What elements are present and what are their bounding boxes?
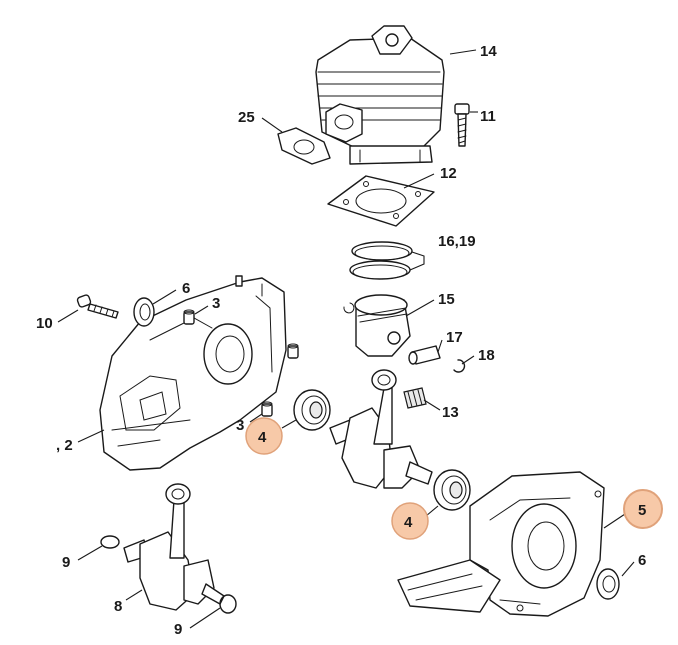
label-25: 25 [238,109,255,126]
label-6-bottom: 6 [638,552,646,569]
washer-top [100,535,120,549]
sleeve-lower [261,401,273,417]
label-8: 8 [114,598,122,615]
label-6-top: 6 [182,280,190,297]
ball-bearing-right [433,469,471,511]
label-4-left: 4 [258,429,267,446]
label-5: 5 [638,502,646,519]
sleeve-mid [287,343,299,359]
crankcase-right [397,471,605,617]
label-13: 13 [442,404,459,421]
label-4-right: 4 [404,514,413,531]
label-9-bottom: 9 [174,621,182,638]
label-9-top: 9 [62,554,70,571]
cylinder [315,25,445,165]
label-10: 10 [36,315,53,332]
label-16-19: 16,19 [438,233,476,250]
ball-bearing-left [293,389,331,431]
label-14: 14 [480,43,497,60]
label-3-mid: 3 [236,417,244,434]
highlight-4-left [245,417,283,455]
cylinder-gasket [327,175,435,227]
piston-pin [408,345,441,365]
highlight-5 [623,489,663,529]
screw [76,294,119,319]
oil-seal-left [133,297,155,327]
bolt [454,103,470,147]
label-18: 18 [478,347,495,364]
oil-seal-right [596,568,620,600]
highlight-4-right [391,502,429,540]
label-3-top: 3 [212,295,220,312]
needle-cage [403,387,427,409]
label-11: 11 [480,108,496,125]
label-15: 15 [438,291,455,308]
washer-bottom [219,594,237,614]
intake-gasket [277,127,331,165]
piston-clip-left [343,302,355,314]
circlip [453,359,466,373]
crankshaft-center [329,369,433,489]
sleeve-top [183,309,195,325]
label-12: 12 [440,165,457,182]
label-17: 17 [446,329,463,346]
crankshaft-assembly [123,483,225,611]
piston [354,294,411,357]
label-2: , 2 [56,437,73,454]
piston-rings [349,241,413,280]
